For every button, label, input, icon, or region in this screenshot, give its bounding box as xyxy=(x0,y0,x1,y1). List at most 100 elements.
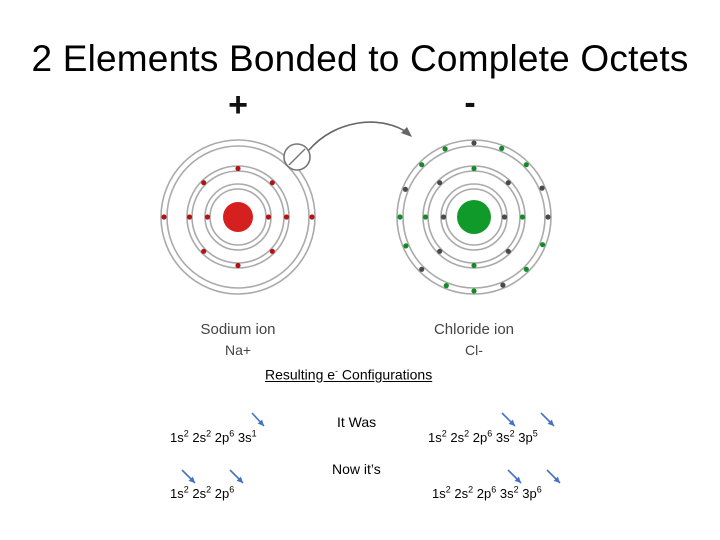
electron xyxy=(402,186,408,192)
orbital-label: 2p xyxy=(214,430,230,445)
sodium-electrons xyxy=(161,165,315,269)
electron xyxy=(540,242,546,248)
chloride-charge: - xyxy=(464,84,475,122)
resulting-prefix: Resulting e xyxy=(265,366,336,383)
electron xyxy=(437,180,443,186)
electron xyxy=(186,214,193,220)
electron xyxy=(419,266,425,272)
electron xyxy=(235,262,241,269)
orbital-label: 2p xyxy=(476,486,492,501)
electron xyxy=(235,165,241,172)
orbital-label: 3p xyxy=(518,430,533,445)
orbital-electron-count: 2 xyxy=(206,484,212,495)
orbital-term: 3p6 xyxy=(522,484,542,501)
orbital-term: 3s2 xyxy=(495,428,515,445)
orbital-label: 2p xyxy=(472,430,488,445)
orbital-electron-count: 6 xyxy=(229,428,235,439)
orbital-electron-count: 6 xyxy=(491,484,497,495)
pointer-arrowhead xyxy=(553,476,560,483)
pointer-arrows xyxy=(181,412,561,484)
sodium-shell-3-inner xyxy=(160,139,316,295)
orbital-label: 1s xyxy=(170,486,184,501)
orbital-term: 1s2 xyxy=(170,429,189,445)
orbital-electron-count: 2 xyxy=(441,428,447,439)
orbital-term: 3p5 xyxy=(518,428,538,445)
chloride-ion-symbol: Cl- xyxy=(465,342,483,358)
orbital-term: 1s2 xyxy=(170,485,189,501)
chloride-electrons xyxy=(397,140,551,294)
sodium-atom xyxy=(160,139,316,295)
orbital-electron-count: 6 xyxy=(487,428,493,439)
orbital-label: 3s xyxy=(495,430,510,445)
orbital-electron-count: 6 xyxy=(536,484,542,495)
sodium-shell-3 xyxy=(166,145,310,289)
electron xyxy=(519,214,526,220)
orbital-term: 2p6 xyxy=(472,428,493,445)
electron xyxy=(204,214,211,220)
orbital-label: 2p xyxy=(214,486,230,501)
orbital-term: 3s2 xyxy=(499,485,519,501)
electron xyxy=(269,180,275,186)
orbital-label: 2s xyxy=(450,430,465,445)
pointer-arrowhead xyxy=(514,476,521,483)
electron xyxy=(471,140,477,146)
electron xyxy=(500,282,506,288)
pointer-arrowhead xyxy=(257,419,264,426)
electron xyxy=(505,180,511,186)
orbital-electron-count: 2 xyxy=(468,484,474,495)
orbital-electron-count: 2 xyxy=(445,484,451,495)
orbital-term: 2p6 xyxy=(214,484,235,501)
orbital-electron-count: 2 xyxy=(509,428,515,439)
chloride-config-after: 1s2 2s2 2p6 3s2 3p6 xyxy=(432,484,542,501)
orbital-label: 3s xyxy=(499,486,514,501)
electron xyxy=(442,146,448,152)
orbital-label: 3p xyxy=(522,486,537,501)
it-was-label: It Was xyxy=(337,414,377,430)
chloride-config-before: 1s2 2s2 2p6 3s2 3p5 xyxy=(428,428,538,445)
now-its-label: Now it’s xyxy=(332,461,381,477)
orbital-label: 1s xyxy=(170,430,184,445)
electron xyxy=(265,214,272,220)
orbital-term: 1s2 xyxy=(432,484,451,501)
sodium-nucleus xyxy=(223,202,253,232)
electron xyxy=(545,214,551,220)
resulting-sup: - xyxy=(335,366,339,376)
chloride-shell-3 xyxy=(402,145,546,289)
orbital-term: 2s2 xyxy=(192,484,212,501)
resulting-configurations-heading: Resulting e- Configurations xyxy=(265,366,432,383)
orbital-term: 2s2 xyxy=(454,484,474,501)
orbital-electron-count: 2 xyxy=(464,428,470,439)
orbital-term: 2p6 xyxy=(476,484,497,501)
orbital-term: 2p6 xyxy=(214,428,235,445)
electron xyxy=(283,214,290,220)
electron xyxy=(419,162,425,168)
slide-title: 2 Elements Bonded to Complete Octets xyxy=(31,38,689,79)
pointer-arrowhead xyxy=(508,419,515,426)
orbital-term: 2s2 xyxy=(450,428,470,445)
orbital-electron-count: 6 xyxy=(229,484,235,495)
sodium-config-before: 1s2 2s2 2p6 3s1 xyxy=(170,428,257,445)
electron xyxy=(161,214,167,220)
chloride-ion-label: Chloride ion xyxy=(434,321,514,338)
orbital-electron-count: 2 xyxy=(206,428,212,439)
orbital-term: 1s2 xyxy=(428,428,447,445)
chloride-shell-3-inner xyxy=(396,139,552,295)
sodium-ion-symbol: Na+ xyxy=(225,342,251,358)
pointer-arrowhead xyxy=(188,476,195,483)
orbital-label: 2s xyxy=(454,486,469,501)
chloride-nucleus xyxy=(457,200,491,234)
electron xyxy=(397,214,403,220)
electron xyxy=(471,165,477,172)
orbital-electron-count: 5 xyxy=(532,428,538,439)
orbital-label: 2s xyxy=(192,430,207,445)
transferred-electron-slash xyxy=(288,148,306,166)
orbital-electron-count: 1 xyxy=(251,428,257,439)
electron xyxy=(471,262,477,269)
electron xyxy=(443,283,449,289)
chloride-atom xyxy=(396,139,552,295)
sodium-config-after: 1s2 2s2 2p6 xyxy=(170,484,235,501)
electron xyxy=(269,248,275,254)
electron xyxy=(539,185,545,191)
orbital-term: 2s2 xyxy=(192,428,212,445)
